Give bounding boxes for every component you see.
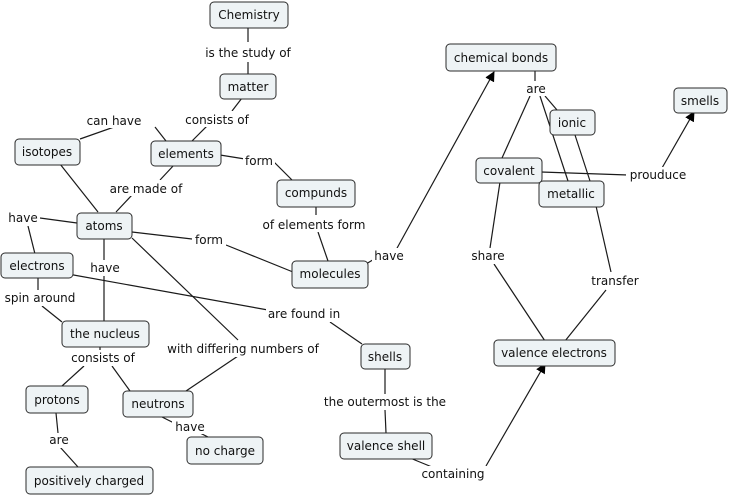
link-consists-of-matter: consists of — [185, 113, 249, 127]
node-protons[interactable]: protons — [25, 385, 89, 414]
node-ionic[interactable]: ionic — [549, 109, 596, 136]
link-is-the-study-of: is the study of — [205, 46, 291, 60]
node-shells[interactable]: shells — [360, 343, 411, 370]
node-isotopes[interactable]: isotopes — [14, 138, 81, 166]
node-molecules-label: molecules — [300, 267, 361, 281]
link-are-bonds: are — [526, 82, 545, 96]
node-valence-electrons-label: valence electrons — [501, 346, 607, 360]
node-valence-shell[interactable]: valence shell — [339, 432, 433, 460]
node-valence-shell-label: valence shell — [347, 439, 425, 453]
node-molecules[interactable]: molecules — [291, 260, 369, 289]
node-elements-label: elements — [158, 147, 214, 161]
node-compunds-label: compunds — [285, 186, 347, 200]
node-compunds[interactable]: compunds — [276, 179, 356, 208]
link-share: share — [471, 249, 504, 263]
node-protons-label: protons — [34, 393, 80, 407]
node-the-nucleus[interactable]: the nucleus — [61, 320, 150, 348]
node-chemical-bonds[interactable]: chemical bonds — [445, 43, 557, 72]
node-atoms-label: atoms — [85, 219, 122, 233]
link-consists-of-nucleus: consists of — [71, 351, 135, 365]
link-have-chemical-bonds: have — [374, 249, 403, 263]
link-have-no-charge: have — [175, 420, 204, 434]
node-smells[interactable]: smells — [673, 87, 728, 114]
node-no-charge[interactable]: no charge — [186, 436, 264, 465]
node-chemical-bonds-label: chemical bonds — [454, 51, 548, 65]
node-chemistry-label: Chemistry — [218, 8, 279, 22]
node-shells-label: shells — [368, 350, 402, 364]
node-positively-charged[interactable]: positively charged — [25, 466, 154, 495]
node-metallic-label: metallic — [547, 187, 595, 201]
node-neutrons-label: neutrons — [131, 397, 184, 411]
node-no-charge-label: no charge — [195, 444, 255, 458]
link-containing: containing — [421, 467, 484, 481]
link-with-differing-numbers-of: with differing numbers of — [167, 342, 319, 356]
node-smells-label: smells — [681, 94, 719, 108]
link-the-outermost-is-the: the outermost is the — [324, 395, 446, 409]
node-matter[interactable]: matter — [219, 73, 277, 100]
node-elements[interactable]: elements — [150, 140, 222, 167]
link-can-have: can have — [87, 114, 142, 128]
link-are-made-of: are made of — [110, 182, 183, 196]
node-neutrons[interactable]: neutrons — [122, 390, 194, 418]
node-isotopes-label: isotopes — [22, 145, 72, 159]
node-positively-charged-label: positively charged — [34, 474, 144, 488]
link-prouduce: prouduce — [630, 168, 686, 182]
node-valence-electrons[interactable]: valence electrons — [493, 339, 616, 367]
node-matter-label: matter — [228, 80, 269, 94]
link-spin-around: spin around — [5, 291, 76, 305]
node-atoms[interactable]: atoms — [76, 212, 133, 240]
link-of-elements-form: of elements form — [263, 218, 366, 232]
edges — [27, 28, 695, 468]
node-ionic-label: ionic — [558, 116, 586, 130]
link-form-molecules: form — [195, 233, 223, 247]
node-covalent-label: covalent — [483, 164, 535, 178]
link-form-compunds: form — [245, 154, 273, 168]
link-have-electrons: have — [8, 211, 37, 225]
link-are-found-in: are found in — [268, 307, 340, 321]
link-have-nucleus: have — [90, 261, 119, 275]
node-electrons-label: electrons — [9, 259, 64, 273]
node-the-nucleus-label: the nucleus — [70, 327, 140, 341]
node-chemistry[interactable]: Chemistry — [209, 1, 289, 29]
link-are-protons: are — [49, 433, 68, 447]
node-covalent[interactable]: covalent — [475, 157, 543, 184]
node-electrons[interactable]: electrons — [0, 252, 74, 279]
node-metallic[interactable]: metallic — [538, 180, 605, 208]
link-transfer: transfer — [591, 274, 638, 288]
linking-phrases: is the study of consists of can have for… — [2, 44, 690, 482]
